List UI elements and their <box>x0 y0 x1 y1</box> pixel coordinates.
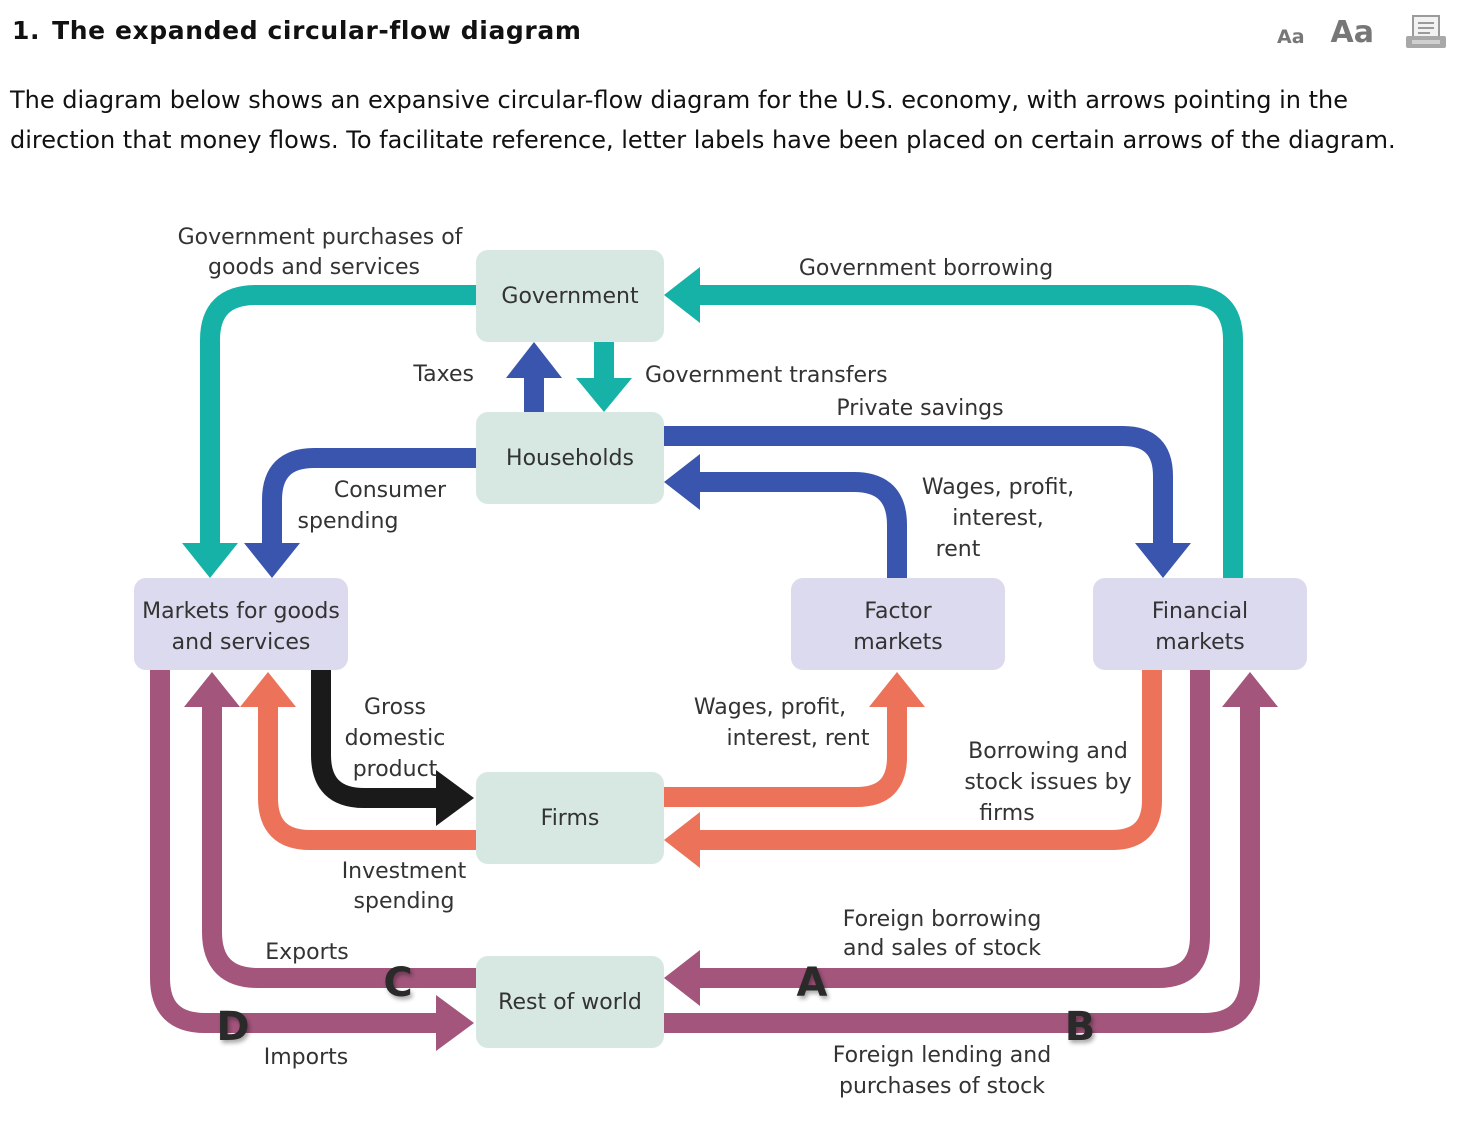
printer-icon[interactable] <box>1404 14 1448 50</box>
wages-factor-arrowhead <box>869 672 925 707</box>
wages-households-arrowhead <box>664 454 700 510</box>
borrowing-stock-arrow <box>696 670 1162 850</box>
question-number: 1. <box>12 16 41 45</box>
imports-arrowhead <box>436 995 474 1051</box>
label-taxes: Taxes <box>412 362 474 387</box>
node-financial-markets-line2: markets <box>1155 630 1245 655</box>
decrease-font-button[interactable]: Aa <box>1277 26 1305 48</box>
investment-arrow <box>258 706 478 850</box>
label-private-savings: Private savings <box>836 396 1003 421</box>
letter-d: D <box>216 1004 249 1050</box>
investment-arrowhead <box>240 672 296 707</box>
question-header: 1. The expanded circular-flow diagram Aa … <box>12 12 1460 52</box>
label-gov-purchases-2: goods and services <box>208 255 420 280</box>
node-households: Households <box>476 412 664 504</box>
label-investment-1: Investment <box>342 859 467 884</box>
label-gov-borrowing: Government borrowing <box>799 256 1053 281</box>
node-markets-goods: Markets for goods and services <box>134 578 348 670</box>
private-savings-arrowhead <box>1135 543 1191 578</box>
label-wages-firms-2: interest, rent <box>726 726 869 751</box>
label-gov-purchases-1: Government purchases of <box>178 225 464 250</box>
node-markets-goods-line2: and services <box>172 630 311 655</box>
increase-font-button[interactable]: Aa <box>1330 14 1374 50</box>
letter-a: A <box>797 960 828 1006</box>
label-borrowing-stock-1: Borrowing and <box>968 739 1128 764</box>
question-title: 1. The expanded circular-flow diagram <box>12 16 581 45</box>
label-wages-households-2: interest, <box>952 506 1043 531</box>
node-financial-markets-line1: Financial <box>1152 599 1248 624</box>
node-financial-markets: Financial markets <box>1093 578 1307 670</box>
label-imports: Imports <box>264 1045 348 1070</box>
label-gdp-1: Gross <box>364 695 426 720</box>
intro-paragraph: The diagram below shows an expansive cir… <box>10 86 1396 154</box>
label-consumer-spending-1: Consumer <box>334 478 447 503</box>
wages-households-arrow <box>696 472 907 580</box>
wages-factor-arrow <box>664 706 907 807</box>
borrowing-stock-arrowhead <box>664 812 700 868</box>
consumer-spending-arrow <box>262 448 478 548</box>
label-gdp-3: product <box>353 757 438 782</box>
gov-borrowing-arrowhead <box>664 267 700 323</box>
foreign-borrowing-arrow <box>696 670 1210 988</box>
label-wages-households-3: rent <box>936 537 981 562</box>
node-rest-of-world: Rest of world <box>476 956 664 1048</box>
taxes-arrowhead <box>506 342 562 378</box>
node-rest-of-world-label: Rest of world <box>498 990 642 1015</box>
label-wages-households-1: Wages, profit, <box>922 475 1074 500</box>
consumer-spending-arrowhead <box>244 543 300 578</box>
node-factor-markets-line1: Factor <box>864 599 932 624</box>
node-factor-markets: Factor markets <box>791 578 1005 670</box>
label-foreign-borrowing-1: Foreign borrowing <box>843 907 1042 932</box>
node-firms: Firms <box>476 772 664 864</box>
node-households-label: Households <box>506 446 634 471</box>
label-exports: Exports <box>265 940 348 965</box>
node-markets-goods-line1: Markets for goods <box>142 599 340 624</box>
label-gov-transfers: Government transfers <box>645 363 888 388</box>
gov-purchases-arrowhead <box>182 543 238 578</box>
foreign-lending-arrow <box>664 706 1260 1033</box>
label-borrowing-stock-2: stock issues by <box>964 770 1131 795</box>
private-savings-arrow <box>664 426 1173 548</box>
label-investment-2: spending <box>354 889 455 914</box>
question-title-text: The expanded circular-flow diagram <box>52 16 582 45</box>
exports-arrow <box>202 706 478 988</box>
gov-transfers-arrowhead <box>576 378 632 412</box>
node-government-label: Government <box>501 284 639 309</box>
gov-borrowing-arrow <box>696 285 1243 580</box>
gdp-arrow <box>311 670 440 808</box>
node-government: Government <box>476 250 664 342</box>
label-foreign-lending-1: Foreign lending and <box>833 1043 1051 1068</box>
foreign-borrowing-arrowhead <box>664 950 700 1006</box>
label-foreign-lending-2: purchases of stock <box>839 1074 1045 1099</box>
letter-b: B <box>1065 1004 1096 1050</box>
node-factor-markets-line2: markets <box>853 630 943 655</box>
exports-arrowhead <box>184 672 240 707</box>
label-foreign-borrowing-2: and sales of stock <box>843 936 1041 961</box>
label-wages-firms-1: Wages, profit, <box>694 695 846 720</box>
letter-c: C <box>383 960 412 1006</box>
gov-purchases-arrow <box>200 285 478 548</box>
gdp-arrowhead <box>436 770 474 826</box>
text-tools: Aa Aa <box>1277 12 1448 52</box>
label-consumer-spending-2: spending <box>298 509 399 534</box>
imports-arrow <box>150 670 440 1033</box>
node-firms-label: Firms <box>541 806 600 831</box>
label-borrowing-stock-3: firms <box>979 801 1034 826</box>
foreign-lending-arrowhead <box>1222 672 1278 707</box>
label-gdp-2: domestic <box>345 726 446 751</box>
